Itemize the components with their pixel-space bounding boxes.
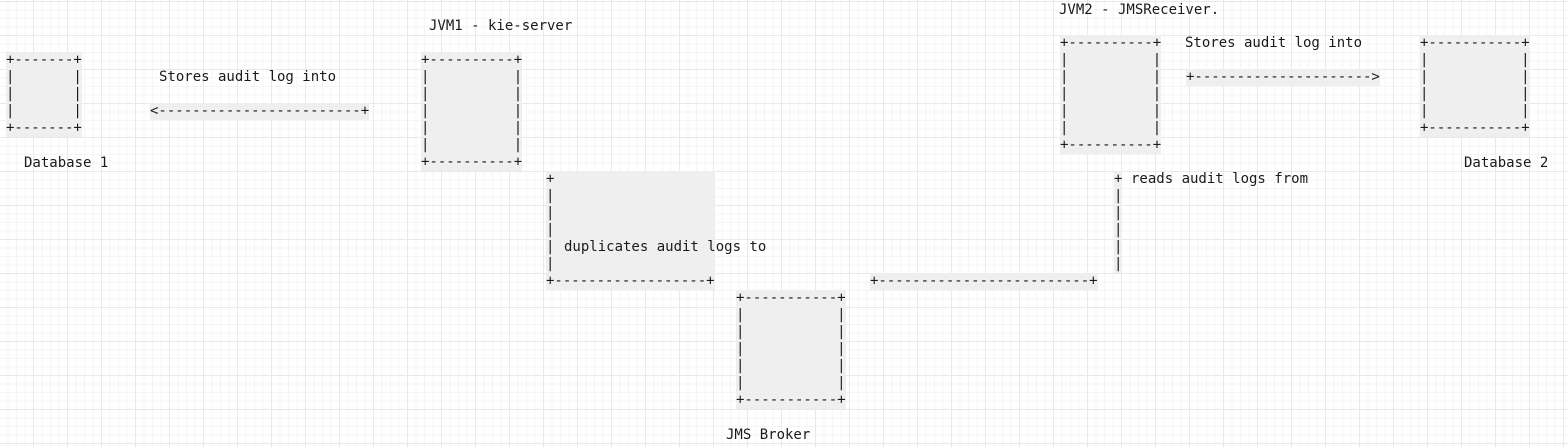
stores-audit-log-label-left: Stores audit log into xyxy=(159,69,337,85)
database-1-box: +-------+ | | | | | | +-------+ xyxy=(6,52,82,137)
broker-to-jvm2-connector-vertical: + | | | | | xyxy=(1114,171,1123,273)
stores-audit-log-label-right: Stores audit log into xyxy=(1185,35,1363,51)
arrow-to-database-2: +---------------------> xyxy=(1186,69,1380,86)
jms-broker-box: +-----------+ | | | | | | | | | | +-----… xyxy=(736,290,846,409)
broker-to-jvm2-connector-horizontal: +-------------------------+ xyxy=(870,273,1098,290)
jvm2-box: +----------+ | | | | | | | | | | +------… xyxy=(1060,35,1162,154)
reads-audit-logs-label: reads audit logs from xyxy=(1131,171,1309,187)
database-1-label: Database 1 xyxy=(24,155,109,171)
jvm1-box: +----------+ | | | | | | | | | | +------… xyxy=(421,52,523,171)
jms-broker-label: JMS Broker xyxy=(726,427,811,443)
jvm1-to-broker-connector: + | | | | | +------------------+ xyxy=(546,171,715,290)
database-2-label: Database 2 xyxy=(1464,155,1549,171)
jvm2-label: JVM2 - JMSReceiver. xyxy=(1059,2,1220,18)
duplicates-audit-logs-label: duplicates audit logs to xyxy=(564,239,767,255)
arrow-to-database-1: <------------------------+ xyxy=(150,103,370,120)
database-2-box: +-----------+ | | | | | | | | +---------… xyxy=(1420,35,1530,137)
jvm1-label: JVM1 - kie-server xyxy=(429,18,573,34)
